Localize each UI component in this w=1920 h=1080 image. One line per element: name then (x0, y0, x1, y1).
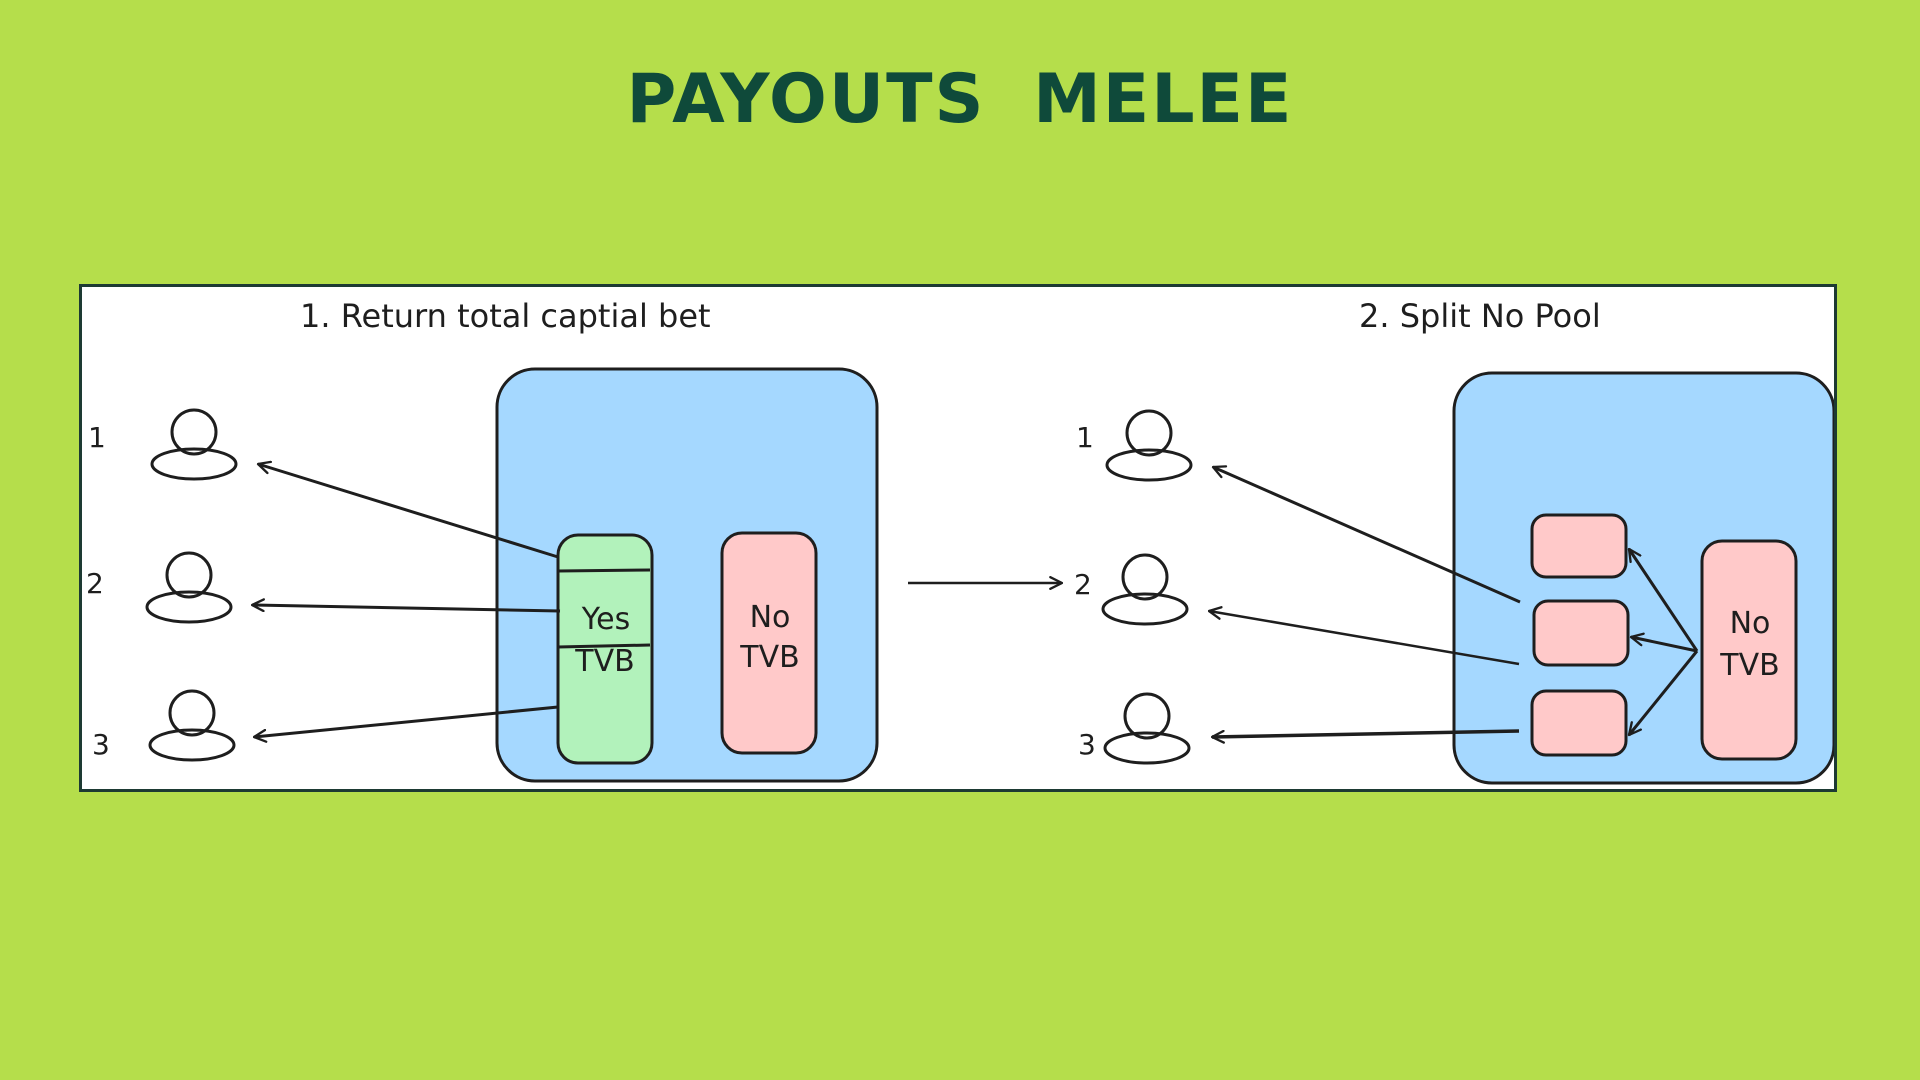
step1-user-number-3: 3 (92, 728, 110, 761)
step2-user-number-3: 3 (1078, 728, 1096, 761)
step2-share-box-3 (1530, 689, 1628, 757)
step2-user-number-2: 2 (1074, 568, 1092, 601)
step1-yes-divider-2 (557, 643, 651, 649)
step2-title: 2. Split No Pool (1359, 297, 1601, 335)
step2-no-label: No (1730, 606, 1771, 641)
step2-share-box-1 (1530, 513, 1628, 579)
step1-pool-box (495, 367, 879, 783)
step2-arrow-no-to-share-1 (1627, 547, 1699, 652)
step2-arrow-no-to-share-3 (1627, 650, 1699, 737)
step1-user-icon-3 (148, 689, 236, 762)
step2-user-icon-3 (1103, 692, 1191, 765)
step2-no-tvb-label: TVB (1719, 648, 1779, 683)
step2-arrow-to-user-2 (1207, 606, 1520, 666)
step1-user-number-2: 2 (86, 567, 104, 600)
step1-user-number-1: 1 (88, 421, 106, 454)
step1-no-tvb-box (720, 531, 818, 755)
step1-title: 1. Return total captial bet (300, 297, 711, 335)
step2-arrow-no-to-share-2 (1629, 632, 1698, 653)
page-title: PAYOUTS MELEE (626, 60, 1294, 139)
step2-arrow-to-user-1 (1211, 465, 1521, 604)
step1-yes-divider-1 (557, 568, 651, 573)
step1-user-icon-1 (150, 408, 238, 481)
step1-no-label: No (750, 600, 791, 635)
diagram-canvas: 1. Return total captial bet 1 2 3 (86, 297, 1834, 785)
step1-yes-label: Yes (581, 602, 630, 637)
step1-yes-tvb-box (556, 533, 654, 765)
step2-share-box-2 (1532, 599, 1630, 667)
step2-user-icon-2 (1101, 553, 1189, 626)
step1-group: 1. Return total captial bet 1 2 3 (86, 297, 879, 783)
step1-arrow-to-user-3 (252, 705, 559, 743)
step1-yes-tvb-label: TVB (574, 644, 634, 679)
step2-no-tvb-box (1700, 539, 1798, 761)
step2-user-number-1: 1 (1076, 421, 1094, 454)
step1-arrow-to-user-2 (250, 598, 561, 613)
step2-user-icon-1 (1105, 409, 1193, 482)
step1-no-tvb-label: TVB (739, 640, 799, 675)
step1-user-icon-2 (145, 551, 233, 624)
step1-arrow-to-user-1 (256, 460, 559, 559)
step2-arrow-to-user-3 (1210, 729, 1520, 744)
step2-group: 2. Split No Pool 1 2 3 (1074, 297, 1834, 785)
diagram-panel: 1. Return total captial bet 1 2 3 (79, 284, 1837, 792)
